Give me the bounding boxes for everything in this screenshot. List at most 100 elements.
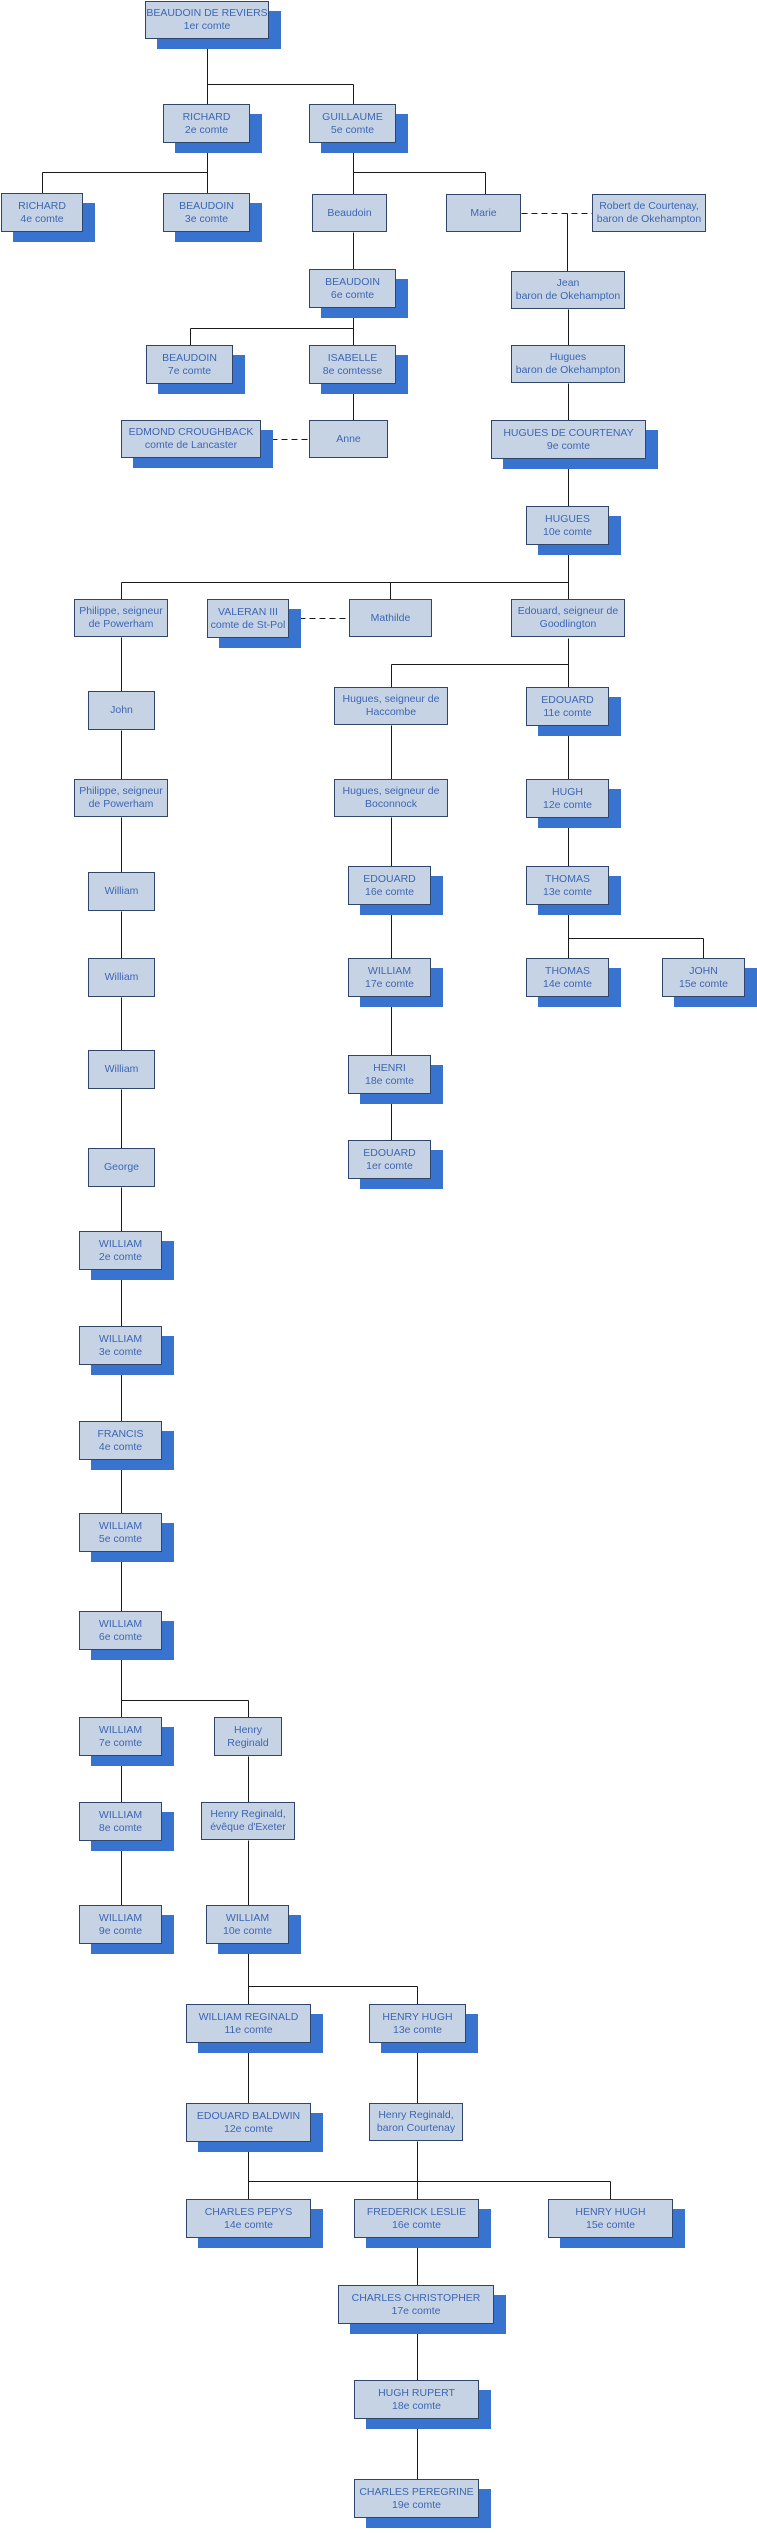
person-name: HUGH — [552, 785, 583, 798]
person-name: Edouard, seigneur de — [517, 605, 619, 617]
person-title: 7e comte — [167, 364, 212, 377]
person-name: WILLIAM — [98, 1808, 143, 1821]
person-name: John — [110, 704, 133, 716]
person-title: 10e comte — [222, 1924, 273, 1937]
person-name: CHARLES CHRISTOPHER — [351, 2291, 481, 2304]
person-title: 3e comte — [184, 212, 229, 225]
person-title: Reginald — [227, 1736, 269, 1749]
person-name: WILLIAM — [98, 1519, 143, 1532]
person-node-mathilde: Mathilde — [349, 599, 432, 637]
person-title: 5e comte — [98, 1532, 143, 1545]
person-title: 15e comte — [678, 977, 729, 990]
person-name: WILLIAM — [98, 1237, 143, 1250]
person-name: WILLIAM — [98, 1617, 143, 1630]
person-name: Beaudoin — [327, 206, 372, 219]
person-name: ISABELLE — [327, 351, 378, 364]
person-name: Henry — [233, 1723, 262, 1736]
person-title: 11e comte — [224, 2023, 273, 2036]
person-title: 12e comte — [542, 798, 593, 811]
person-title: 8e comte — [98, 1821, 143, 1834]
person-name: Henry Reginald, — [378, 2109, 454, 2121]
person-title: 13e comte — [392, 2023, 443, 2036]
person-title: baron de Okehampton — [515, 290, 621, 302]
person-name: FRANCIS — [97, 1427, 144, 1440]
person-title: 6e comte — [330, 288, 375, 301]
person-node-william-c: William — [88, 1050, 155, 1089]
person-title: 1er comte — [366, 1159, 413, 1172]
person-node-william-b: William — [88, 958, 155, 997]
person-name: CHARLES PEREGRINE — [359, 2485, 474, 2498]
person-node-george: George — [88, 1148, 155, 1187]
person-title: baron de Okehampton — [515, 364, 621, 376]
person-name: William — [104, 1063, 139, 1075]
person-title: 3e comte — [98, 1345, 143, 1358]
person-name: VALERAN III — [218, 605, 278, 618]
person-name: EDOUARD BALDWIN — [196, 2109, 301, 2122]
person-title: comte de St-Pol — [210, 618, 286, 631]
person-title: 14e comte — [223, 2218, 274, 2231]
person-title: de Powerham — [88, 618, 154, 630]
person-name: Anne — [336, 432, 361, 445]
person-title: évêque d'Exeter — [210, 1821, 286, 1833]
person-title: 8e comtesse — [322, 364, 383, 377]
person-node-beaudoin-plain: Beaudoin — [312, 194, 387, 232]
person-title: 19e comte — [391, 2498, 442, 2511]
person-name: Philippe, seigneur — [79, 605, 163, 617]
person-title: baron Courtenay — [376, 2122, 456, 2134]
person-title: 9e comte — [98, 1924, 143, 1937]
person-name: Robert de Courtenay, — [599, 200, 699, 212]
person-title: comte de Lancaster — [144, 439, 238, 451]
person-name: HUGUES DE COURTENAY — [503, 426, 634, 439]
person-name: HUGUES — [545, 512, 590, 525]
person-title: 4e comte — [98, 1440, 143, 1453]
person-node-anne: Anne — [309, 420, 388, 458]
person-name: George — [103, 1161, 140, 1173]
person-name: EDOUARD — [363, 1146, 416, 1159]
person-title: 1er comte — [183, 20, 231, 32]
person-name: HENRY HUGH — [382, 2010, 453, 2023]
person-name: William — [104, 971, 139, 983]
person-title: 16e comte — [364, 885, 415, 898]
person-name: WILLIAM — [367, 964, 412, 977]
person-title: 4e comte — [20, 212, 64, 225]
person-name: WILLIAM REGINALD — [198, 2010, 299, 2023]
person-title: 13e comte — [542, 885, 593, 898]
person-title: 7e comte — [98, 1736, 143, 1749]
person-name: WILLIAM — [225, 1911, 270, 1924]
person-node-henry-reginald-baron: Henry Reginald,baron Courtenay — [369, 2103, 463, 2141]
person-name: THOMAS — [545, 872, 590, 885]
person-name: Hugues, seigneur de — [342, 693, 440, 705]
person-title: 6e comte — [98, 1630, 143, 1643]
person-title: 9e comte — [546, 439, 591, 452]
person-name: Hugues — [549, 351, 587, 363]
